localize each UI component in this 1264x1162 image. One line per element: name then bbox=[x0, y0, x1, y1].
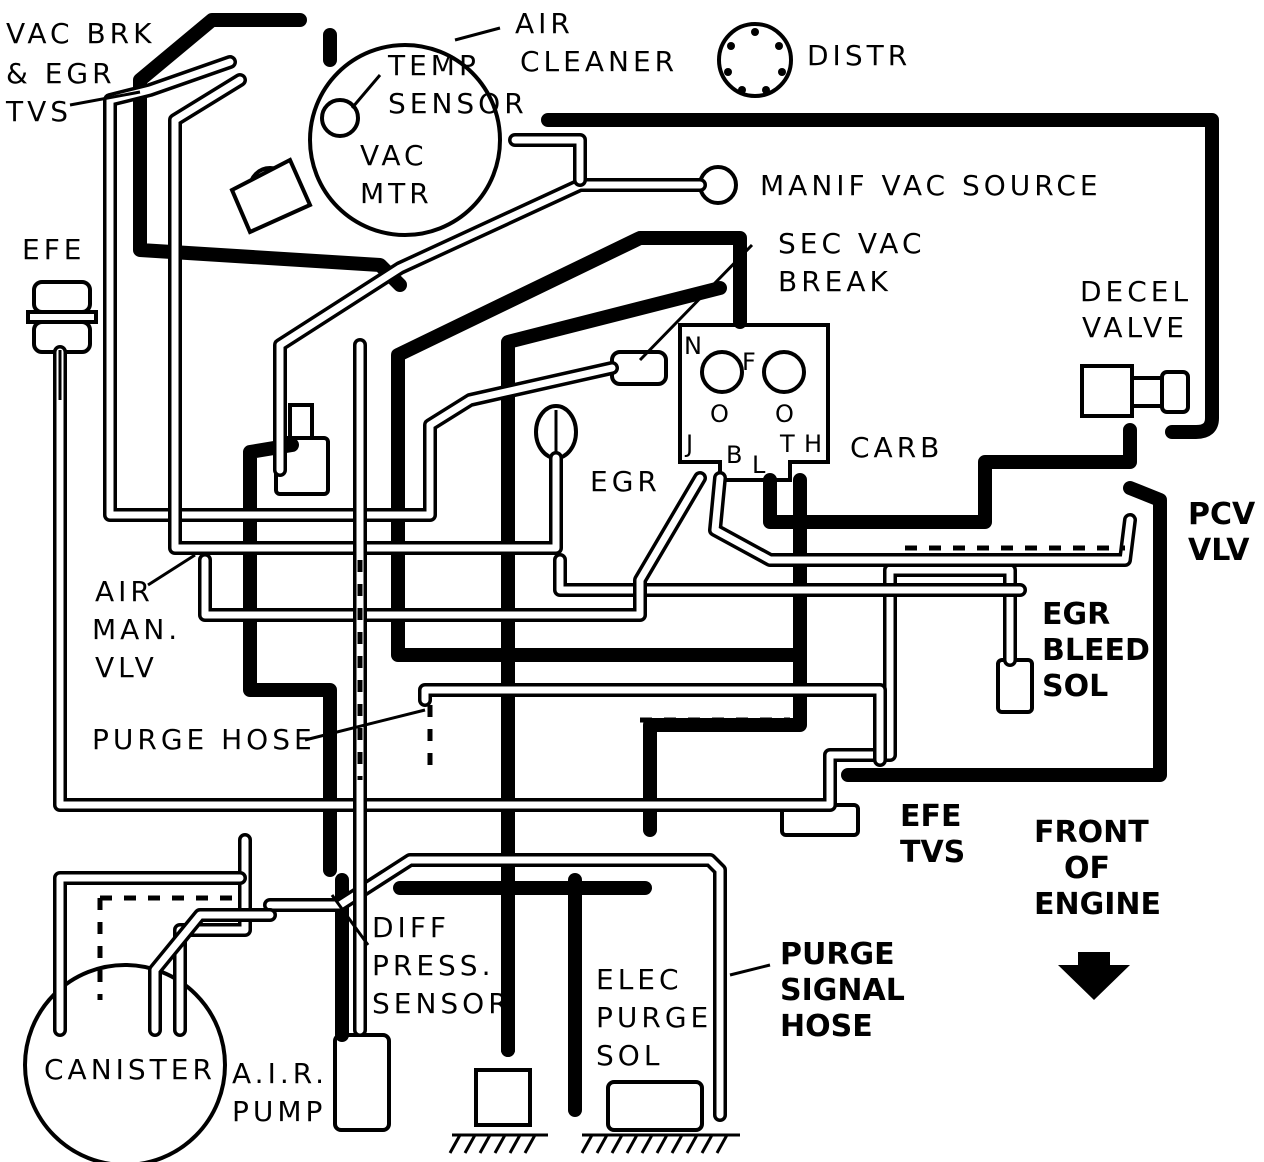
decel-valve bbox=[1080, 364, 1190, 418]
carburetor bbox=[678, 323, 830, 482]
label-vac-brk-egr-tvs-2: & EGR bbox=[6, 57, 116, 90]
label-diff-press-sensor-1: DIFF bbox=[372, 911, 451, 944]
label-air-man-vlv-2: MAN. bbox=[92, 613, 182, 646]
label-air-cleaner-2: CLEANER bbox=[520, 45, 679, 78]
outlined-hoses bbox=[53, 55, 1137, 1122]
label-temp-sensor-1: TEMP bbox=[388, 49, 480, 82]
label-egr-bleed-sol-1: EGR bbox=[1042, 597, 1111, 632]
label-air-pump-1: A.I.R. bbox=[232, 1057, 329, 1090]
distributor-icon bbox=[717, 22, 793, 98]
label-efe: EFE bbox=[22, 233, 86, 266]
air-cleaner bbox=[229, 43, 502, 237]
label-distr: DISTR bbox=[807, 39, 912, 72]
label-carb: CARB bbox=[850, 431, 944, 464]
air-pump bbox=[333, 1033, 391, 1132]
label-sec-vac-break-2: BREAK bbox=[778, 265, 892, 298]
label-air-cleaner-1: AIR bbox=[515, 7, 574, 40]
label-sec-vac-break-1: SEC VAC bbox=[778, 227, 926, 260]
label-air-man-vlv-1: AIR bbox=[95, 575, 154, 608]
label-canister: CANISTER bbox=[44, 1053, 216, 1086]
thick-hoses bbox=[133, 13, 1219, 1117]
leader-lines bbox=[58, 26, 771, 977]
label-carb-port-n: N bbox=[684, 332, 702, 360]
label-diff-press-sensor-2: PRESS. bbox=[372, 949, 495, 982]
label-carb-port-t: T bbox=[780, 430, 795, 458]
down-arrow-icon bbox=[1058, 952, 1130, 1000]
label-carb-port-b: B bbox=[726, 441, 743, 469]
label-decel-valve-2: VALVE bbox=[1082, 311, 1188, 344]
label-diff-press-sensor-3: SENSOR bbox=[372, 987, 512, 1020]
label-carb-port-l: L bbox=[752, 451, 766, 479]
label-egr-bleed-sol-2: BLEED bbox=[1042, 633, 1150, 668]
label-elec-purge-sol-2: PURGE bbox=[596, 1001, 713, 1034]
label-pcv-vlv-2: VLV bbox=[1188, 533, 1250, 568]
label-efe-tvs-1: EFE bbox=[900, 799, 962, 834]
sec-vac-break bbox=[610, 350, 668, 386]
dashed-hoses bbox=[97, 545, 1125, 1000]
label-carb-port-f: F bbox=[742, 348, 756, 376]
ground-hatch bbox=[448, 1133, 740, 1154]
label-egr-bleed-sol-3: SOL bbox=[1042, 669, 1109, 704]
label-carb-port-h: H bbox=[804, 430, 823, 458]
label-front-of-engine-1: FRONT bbox=[1034, 815, 1149, 850]
label-front-of-engine-2: OF bbox=[1064, 851, 1110, 886]
egr-bleed-solenoid bbox=[996, 658, 1034, 714]
elec-purge-solenoid bbox=[606, 1080, 704, 1132]
efe-actuator bbox=[26, 280, 98, 354]
label-carb-port-o2: O bbox=[775, 400, 794, 428]
label-vac-brk-egr-tvs-3: TVS bbox=[6, 95, 73, 128]
egr-valve bbox=[534, 404, 578, 460]
label-purge-signal-hose-2: SIGNAL bbox=[780, 973, 905, 1008]
label-front-of-engine-3: ENGINE bbox=[1034, 887, 1161, 922]
label-purge-hose: PURGE HOSE bbox=[92, 723, 316, 756]
label-manif-vac-source: MANIF VAC SOURCE bbox=[760, 169, 1102, 202]
label-air-pump-2: PUMP bbox=[232, 1095, 327, 1128]
label-temp-sensor-2: SENSOR bbox=[388, 87, 528, 120]
label-air-man-vlv-3: VLV bbox=[95, 651, 158, 684]
diff-press-sensor-box bbox=[474, 1068, 532, 1127]
label-egr: EGR bbox=[590, 465, 661, 498]
label-elec-purge-sol-1: ELEC bbox=[596, 963, 683, 996]
label-pcv-vlv-1: PCV bbox=[1188, 497, 1256, 532]
label-purge-signal-hose-1: PURGE bbox=[780, 937, 895, 972]
label-carb-port-o1: O bbox=[710, 400, 729, 428]
label-purge-signal-hose-3: HOSE bbox=[780, 1009, 873, 1044]
label-decel-valve-1: DECEL bbox=[1080, 275, 1193, 308]
label-carb-port-j: J bbox=[686, 430, 694, 458]
label-vac-mtr-2: MTR bbox=[360, 177, 433, 210]
label-elec-purge-sol-3: SOL bbox=[596, 1039, 664, 1072]
label-vac-brk-egr-tvs-1: VAC BRK bbox=[6, 17, 156, 50]
label-efe-tvs-2: TVS bbox=[900, 835, 966, 870]
label-vac-mtr-1: VAC bbox=[360, 139, 428, 172]
